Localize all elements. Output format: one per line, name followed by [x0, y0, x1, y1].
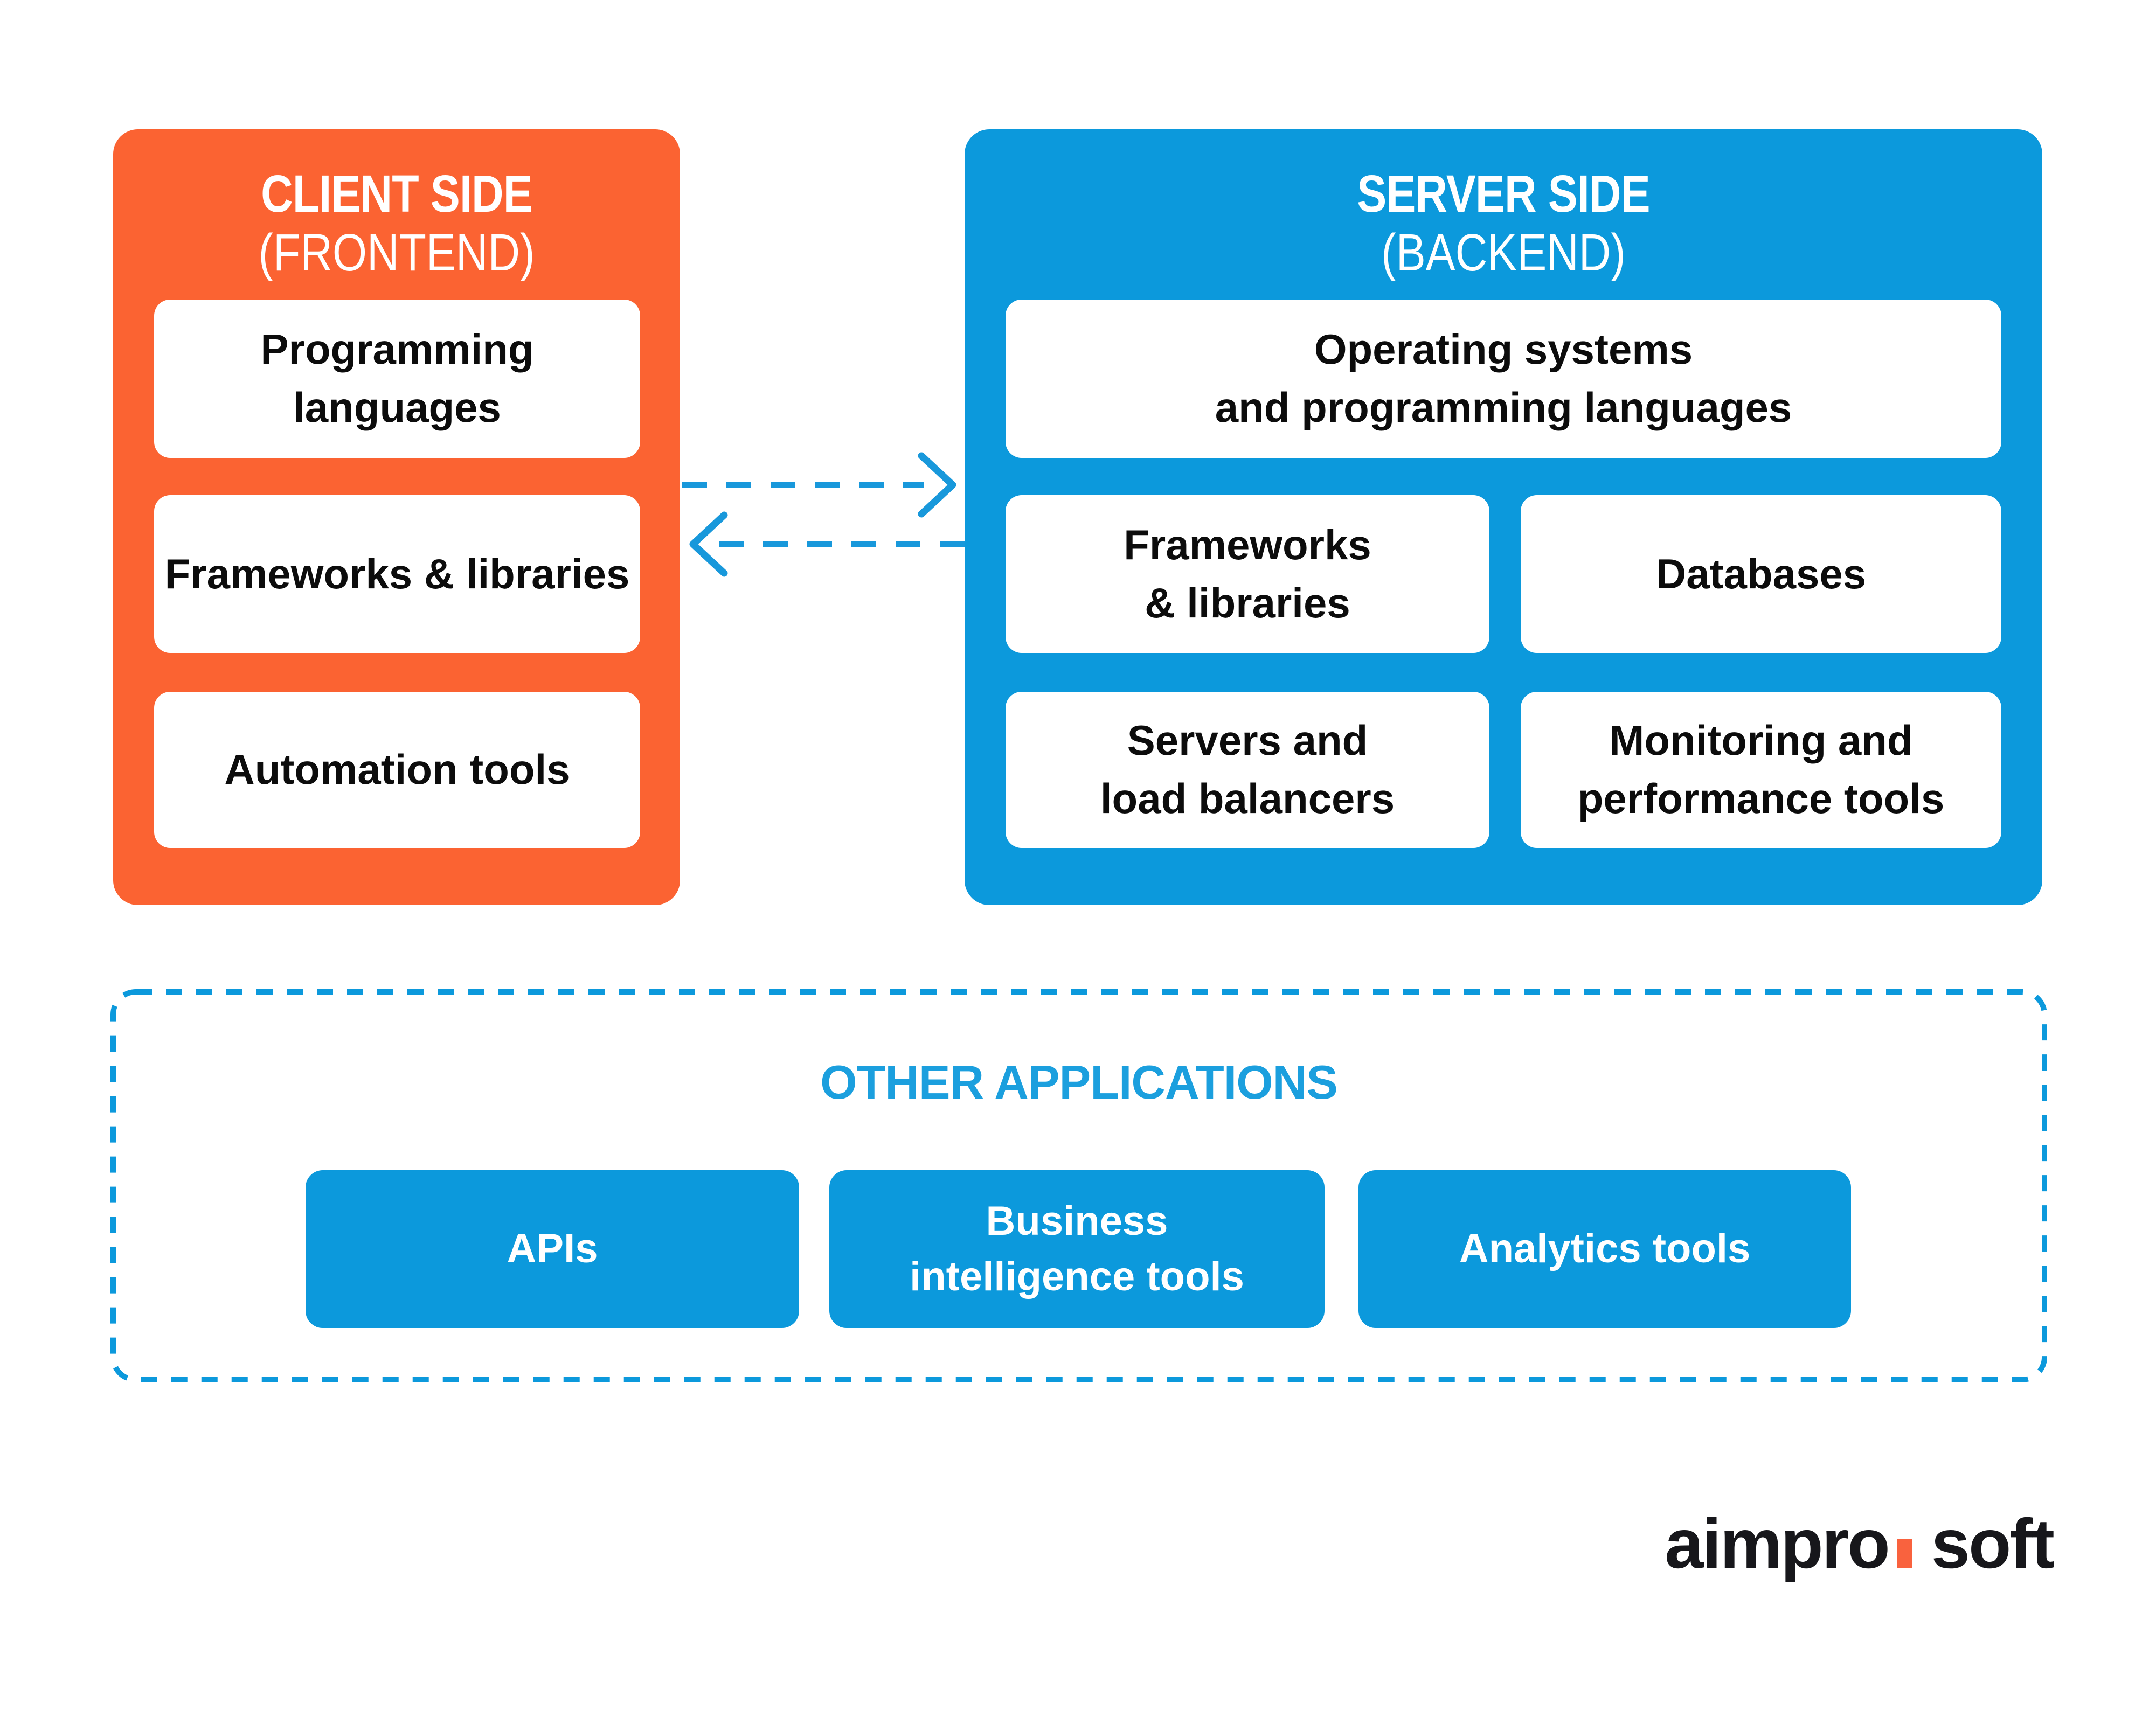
- other-app-apis: APIs: [306, 1170, 799, 1328]
- server-item-label: Servers and load balancers: [1100, 717, 1395, 822]
- server-item-label: Monitoring and performance tools: [1577, 717, 1945, 822]
- client-item-label: Frameworks & libraries: [164, 550, 630, 597]
- other-app-label: Business intelligence tools: [910, 1198, 1244, 1299]
- dashed-border: [110, 989, 2047, 1382]
- data-flow-arrows: [682, 452, 965, 577]
- client-side-subtitle: (FRONTEND): [258, 223, 535, 282]
- client-item-automation-tools: Automation tools: [154, 692, 640, 848]
- client-side-panel: CLIENT SIDE (FRONTEND) Programming langu…: [113, 129, 680, 905]
- arrow-left-dashed-icon: [689, 511, 965, 577]
- arrow-right-dashed-icon: [682, 452, 956, 518]
- server-item-servers-load-balancers: Servers and load balancers: [1006, 692, 1489, 848]
- server-item-label: Operating systems and programming langua…: [1215, 325, 1792, 431]
- other-app-analytics-tools: Analytics tools: [1358, 1170, 1851, 1328]
- server-item-label: Frameworks & libraries: [1124, 520, 1371, 627]
- server-item-databases: Databases: [1521, 495, 2001, 653]
- client-item-frameworks-libraries: Frameworks & libraries: [154, 495, 640, 653]
- other-app-label: APIs: [507, 1226, 598, 1272]
- logo-dot-icon: [1897, 1539, 1912, 1568]
- logo-text-soft: soft: [1931, 1504, 2055, 1583]
- server-item-monitoring-performance: Monitoring and performance tools: [1521, 692, 2001, 848]
- client-item-label: Automation tools: [224, 746, 570, 794]
- server-item-operating-systems: Operating systems and programming langua…: [1006, 300, 2001, 458]
- server-side-title: SERVER SIDE: [1357, 164, 1650, 223]
- aimprosoft-logo: aimpro soft: [1654, 1503, 2055, 1600]
- client-item-programming-languages: Programming languages: [154, 300, 640, 458]
- server-item-label: Databases: [1655, 550, 1867, 597]
- server-side-panel: SERVER SIDE (BACKEND) Operating systems …: [965, 129, 2042, 905]
- server-side-header: SERVER SIDE (BACKEND): [965, 164, 2042, 282]
- other-app-label: Analytics tools: [1459, 1226, 1751, 1272]
- other-applications-title: OTHER APPLICATIONS: [820, 1055, 1338, 1109]
- server-item-frameworks-libraries: Frameworks & libraries: [1006, 495, 1489, 653]
- server-side-subtitle: (BACKEND): [1381, 223, 1626, 282]
- client-item-label: Programming languages: [260, 325, 534, 431]
- logo-text-aimpro: aimpro: [1665, 1504, 1890, 1583]
- client-side-title: CLIENT SIDE: [261, 164, 533, 223]
- client-side-header: CLIENT SIDE (FRONTEND): [113, 164, 680, 282]
- other-app-business-intelligence: Business intelligence tools: [829, 1170, 1325, 1328]
